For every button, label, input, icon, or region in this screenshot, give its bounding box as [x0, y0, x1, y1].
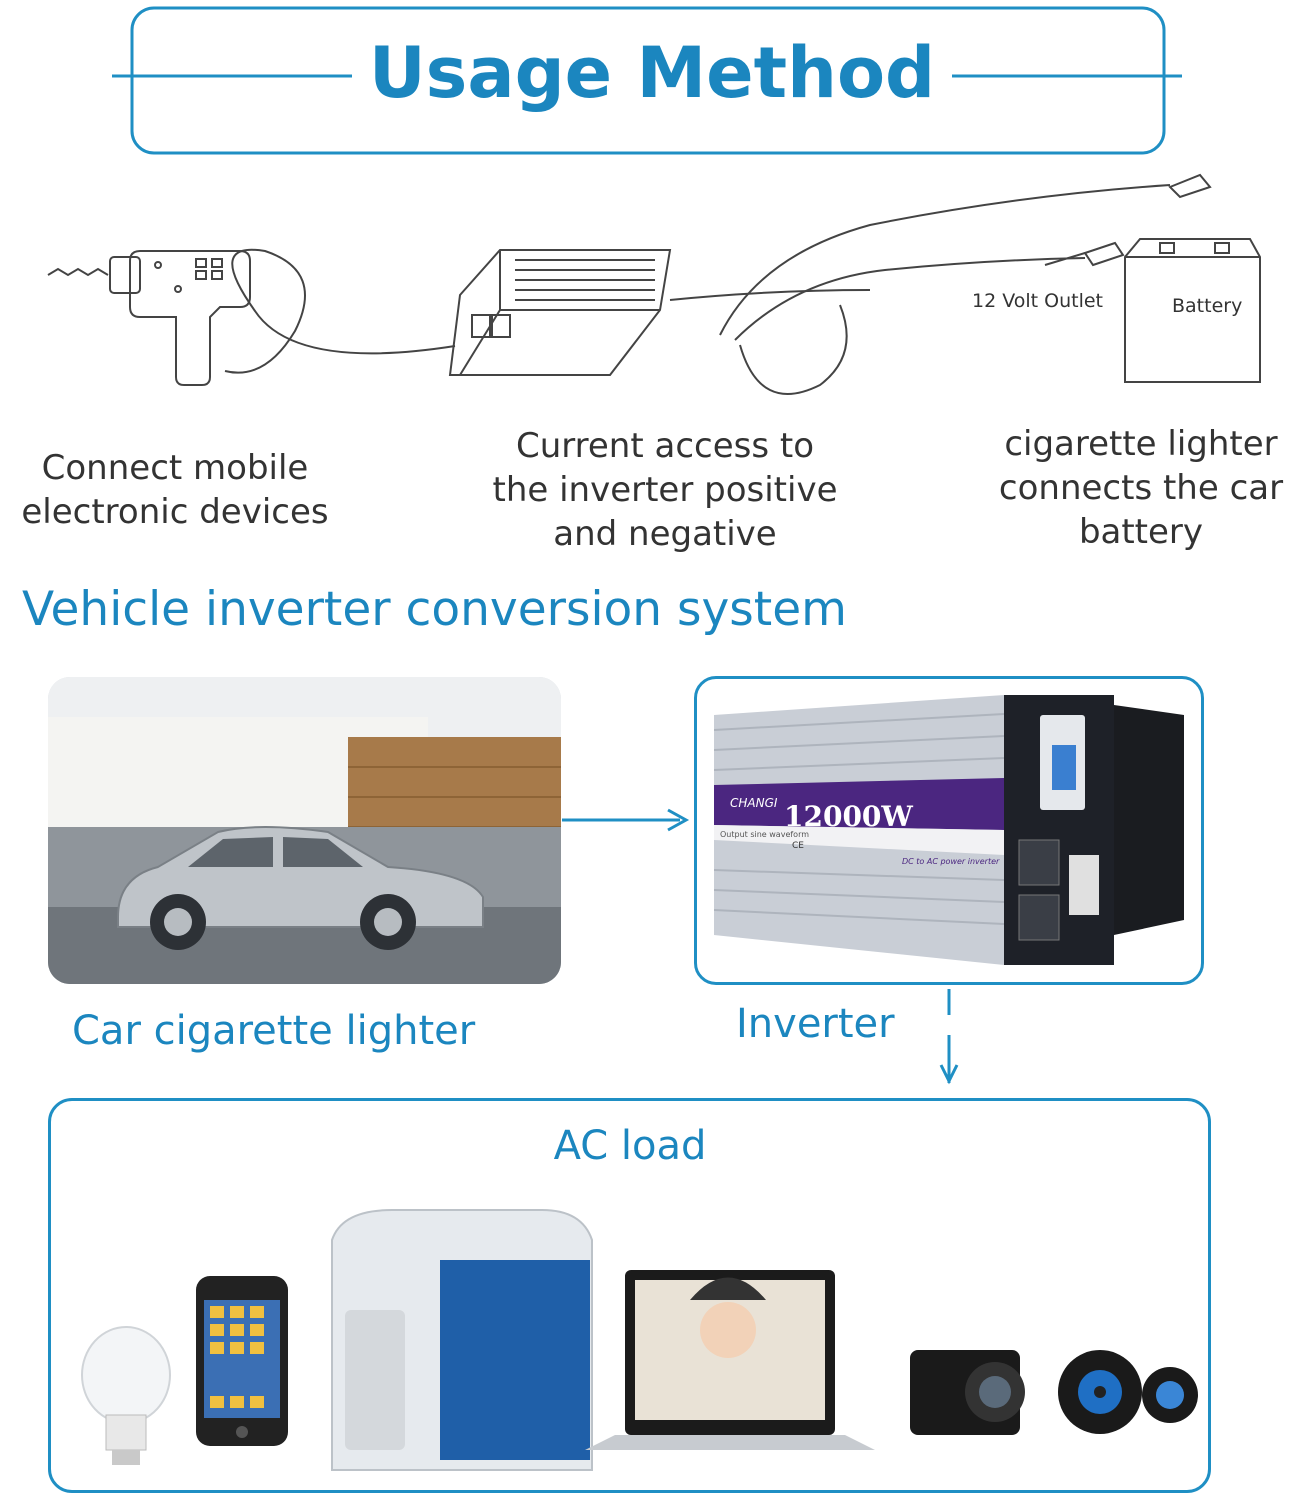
ac-load-devices — [81, 1209, 1198, 1471]
caption-connect-devices: Connect mobile electronic devices — [21, 448, 329, 532]
arrow-down — [939, 989, 959, 1085]
laptop-icon — [585, 1270, 875, 1450]
bulb-icon — [81, 1326, 171, 1465]
car-photo — [48, 677, 561, 984]
header-frame — [112, 6, 1182, 155]
arrow-right — [562, 808, 690, 832]
car-caption: Car cigarette lighter — [72, 1008, 476, 1054]
outlet-label: 12 Volt Outlet — [972, 290, 1103, 312]
inverter-waveform: Output sine waveform — [720, 830, 810, 839]
inverter-brand: CHANGI — [730, 796, 778, 810]
inverter-product-image: CHANGI 12000W Output sine waveform CE DC… — [714, 690, 1194, 970]
caption-current-access: Current access to the inverter positive … — [492, 426, 838, 554]
camera-icon — [910, 1350, 1025, 1435]
wiring-diagram — [47, 173, 1261, 395]
car-icon — [117, 826, 484, 950]
ac-load-title: AC load — [553, 1123, 707, 1169]
system-title: Vehicle inverter conversion system — [22, 582, 847, 637]
speaker-icon — [1058, 1350, 1198, 1434]
inverter-frame — [694, 676, 1204, 985]
inverter-caption: Inverter — [736, 1001, 895, 1047]
battery-label: Battery — [1172, 295, 1243, 317]
page-title: Usage Method — [368, 32, 936, 114]
inverter-power: 12000W — [784, 800, 913, 833]
cooler-icon — [331, 1209, 593, 1471]
inverter-type: DC to AC power inverter — [902, 857, 1000, 866]
caption-cigarette-lighter: cigarette lighter connects the car batte… — [998, 424, 1284, 552]
phone-icon — [196, 1276, 288, 1446]
drill-icon — [47, 248, 456, 386]
ac-load-frame — [48, 1098, 1211, 1493]
inverter-sketch-icon — [448, 249, 871, 376]
inverter-ce: CE — [792, 841, 804, 851]
battery-icon — [1124, 238, 1261, 383]
